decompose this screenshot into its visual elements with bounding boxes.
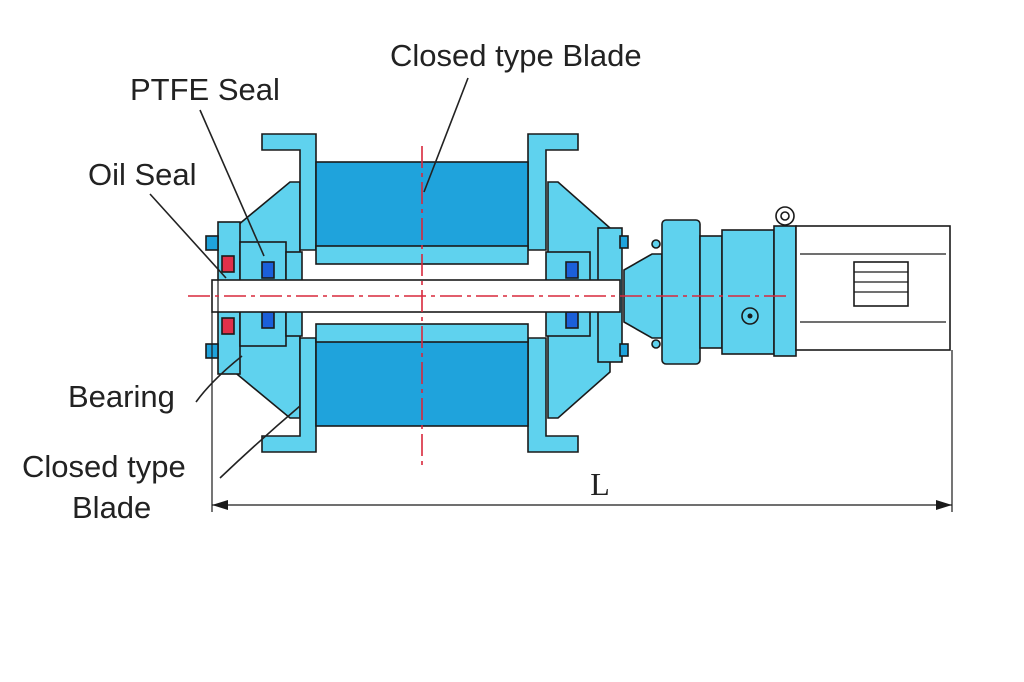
- bearing-bottom: [221, 317, 235, 335]
- right-top-flange: [527, 133, 579, 251]
- motor-lifting-eye-hole: [780, 211, 790, 221]
- leader-ptfe-seal: [199, 109, 265, 257]
- gearbox-nameplate-dot: [747, 313, 753, 319]
- left-bottom-flange: [261, 337, 317, 453]
- gearbox-flange: [661, 219, 701, 365]
- right-ptfe-seal-top: [565, 261, 579, 279]
- right-ptfe-seal-bottom: [565, 311, 579, 329]
- leader-closed-type-blade-bottom: [219, 405, 301, 479]
- gearbox-body: [721, 229, 775, 355]
- right-bottom-flange: [527, 337, 579, 453]
- length-dimension-label: L: [590, 466, 610, 502]
- label-ptfe-seal: PTFE Seal: [130, 72, 280, 107]
- label-bearing: Bearing: [68, 379, 175, 414]
- motor-flange: [773, 225, 797, 357]
- leader-oil-seal: [149, 193, 227, 279]
- dim-arrow-right: [936, 500, 952, 510]
- label-closed-type-blade-top: Closed type Blade: [390, 38, 642, 73]
- gearbox-nut-bottom: [651, 339, 661, 349]
- dim-arrow-left: [212, 500, 228, 510]
- bearing-top: [221, 255, 235, 273]
- leader-bearing: [195, 355, 243, 403]
- label-closed-type-blade-bottom-line1: Closed type: [22, 449, 186, 484]
- right-bolt-bottom: [619, 343, 629, 357]
- left-ptfe-seal-top: [261, 261, 275, 279]
- motor-terminal-box: [853, 261, 909, 307]
- left-bolt-top: [205, 235, 219, 251]
- left-ptfe-seal-bottom: [261, 311, 275, 329]
- right-bolt-top: [619, 235, 629, 249]
- leader-closed-type-blade-top: [423, 77, 469, 193]
- gearbox-nut-top: [651, 239, 661, 249]
- left-top-flange: [261, 133, 317, 251]
- label-closed-type-blade-bottom-line2: Blade: [72, 490, 151, 525]
- gearbox-collar: [699, 235, 723, 349]
- label-oil-seal: Oil Seal: [88, 157, 197, 192]
